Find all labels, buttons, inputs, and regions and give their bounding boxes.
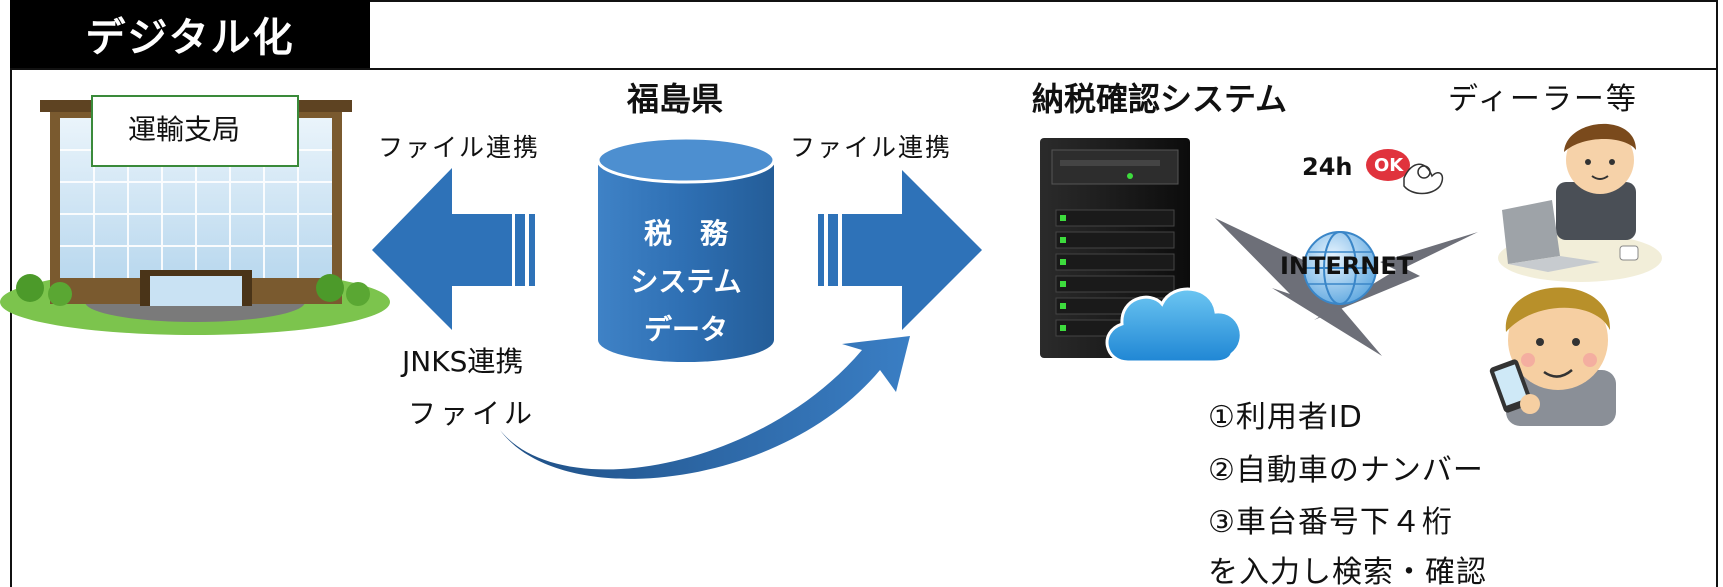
step-1: ①利用者ID <box>1208 400 1363 435</box>
internet-label: INTERNET <box>1280 252 1414 280</box>
database-cylinder <box>596 136 776 362</box>
db-label-line3: データ <box>643 313 728 346</box>
step-4: を入力し検索・確認 <box>1208 555 1487 587</box>
building-sign <box>91 95 299 167</box>
arrow-right-label: ファイル連携 <box>790 133 953 162</box>
arrow-right-file-link <box>818 170 982 330</box>
dealer-person-phone <box>1489 287 1616 426</box>
page-title: デジタル化 <box>10 0 370 68</box>
building-illustration <box>0 95 390 335</box>
system-heading: 納税確認システム <box>1032 80 1288 118</box>
dealer-heading: ディーラー等 <box>1448 82 1638 117</box>
arrow-left-label: ファイル連携 <box>378 133 541 162</box>
jnks-label-line1: JNKS連携 <box>402 345 524 378</box>
prefecture-heading: 福島県 <box>627 80 724 118</box>
globe-icon <box>1303 231 1377 305</box>
cloud-icon <box>1105 287 1243 364</box>
title-divider <box>10 68 1718 70</box>
jnks-label-line2: ファイル <box>408 397 537 430</box>
step-2: ②自動車のナンバー <box>1208 453 1484 488</box>
dealer-person-laptop <box>1498 123 1662 282</box>
ok-badge <box>1366 149 1444 195</box>
arrow-left-file-link <box>372 168 535 330</box>
step-3: ③車台番号下４桁 <box>1208 505 1453 540</box>
curved-jnks-arrow <box>500 336 910 479</box>
db-label-line1: 税 務 <box>643 217 728 250</box>
db-label-line2: システム <box>630 265 742 298</box>
building-sign-label: 運輸支局 <box>128 113 241 146</box>
badge-ok: OK <box>1374 155 1404 176</box>
badge-24h: 24h <box>1302 153 1353 181</box>
